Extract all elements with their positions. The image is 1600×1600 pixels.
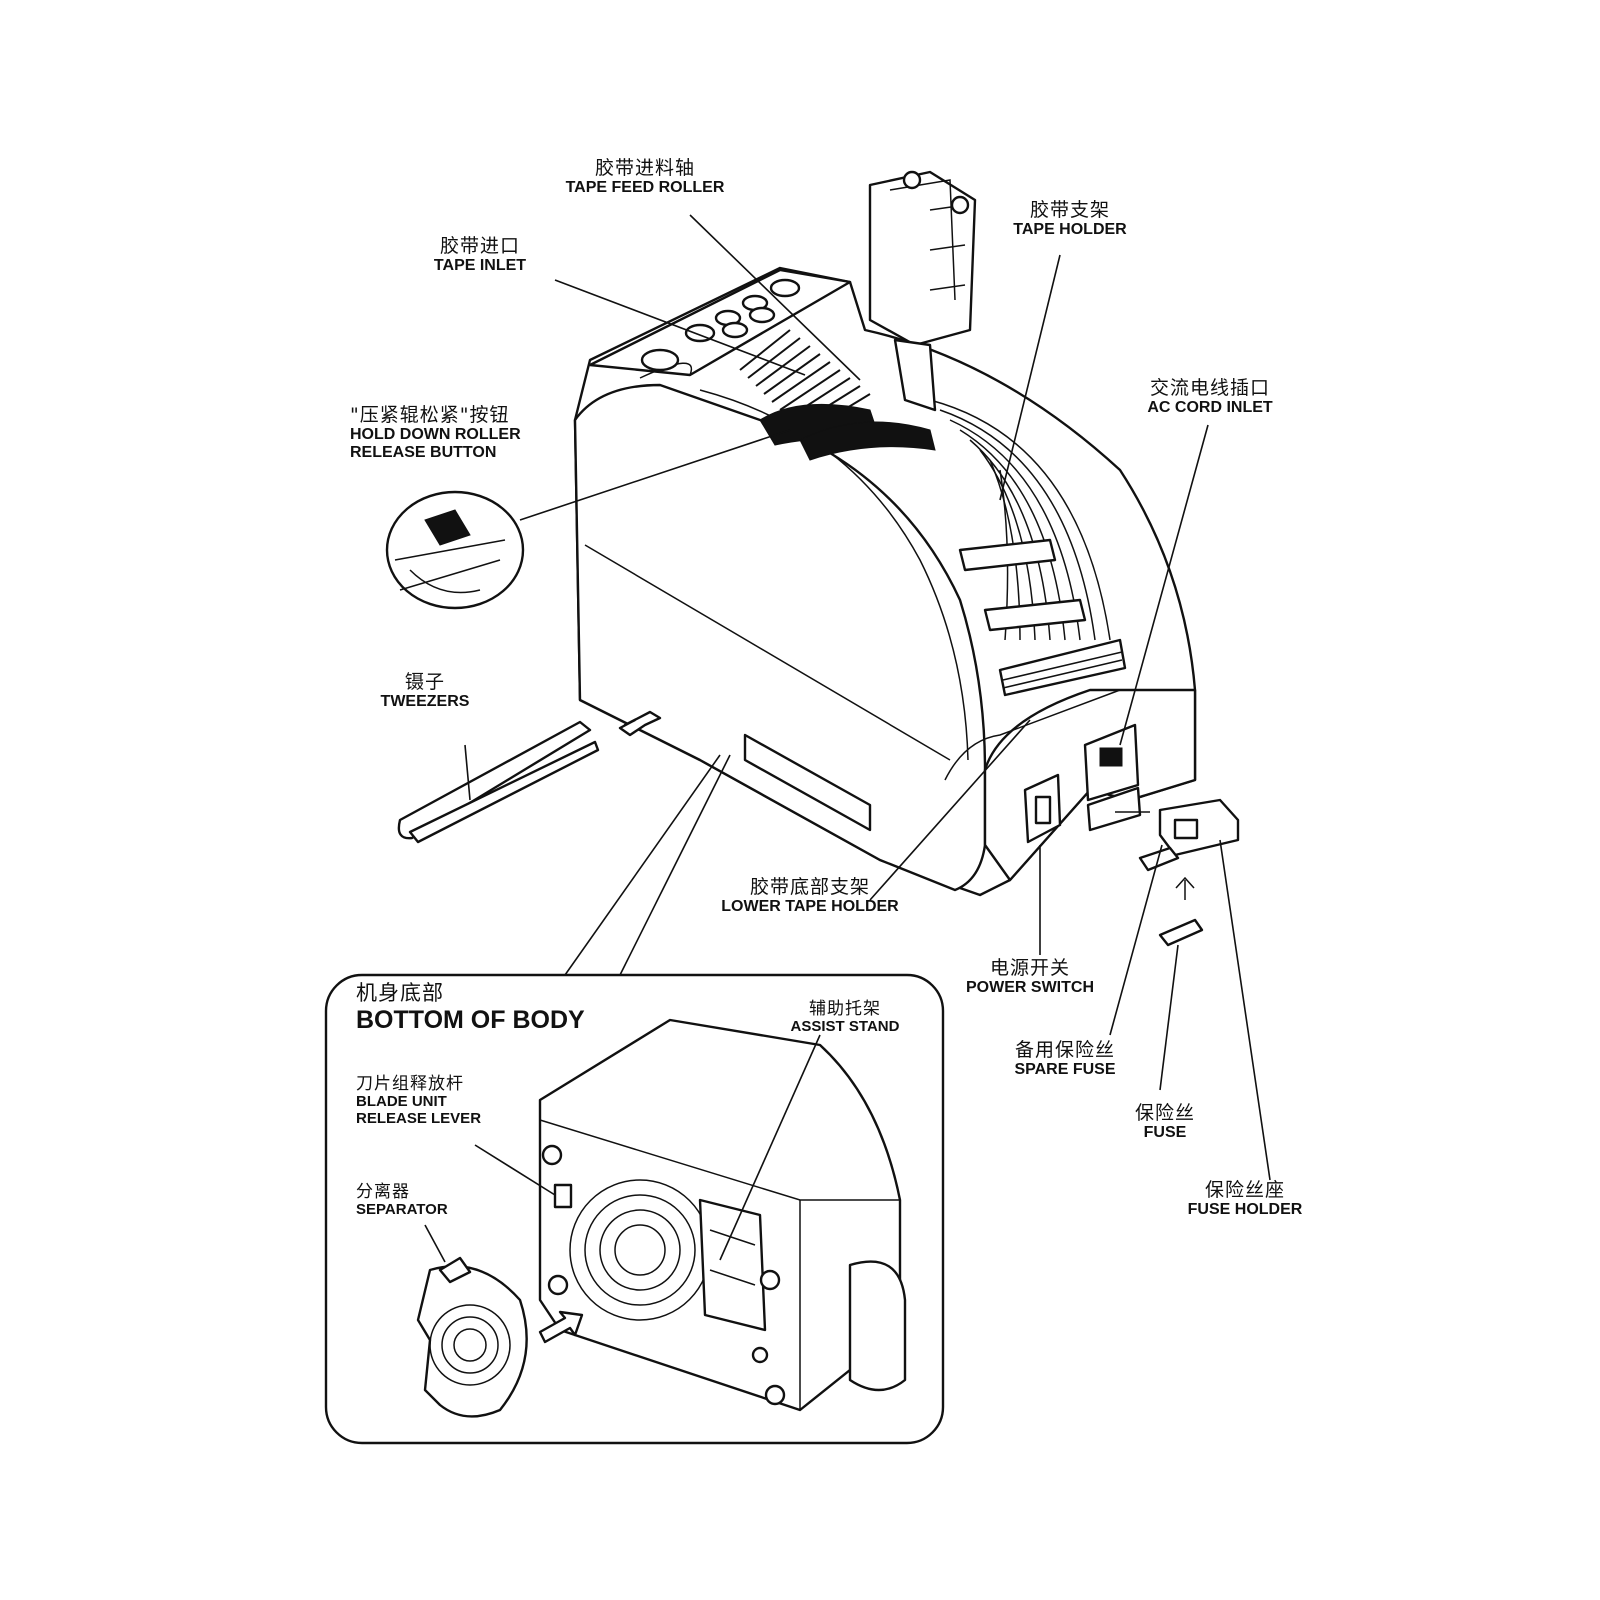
separator-en: SEPARATOR [356,1201,448,1219]
tape-holder-arm [868,170,977,412]
label-fuse: 保险丝 FUSE [1110,1102,1220,1142]
label-blade-unit: 刀片组释放杆 BLADE UNIT RELEASE LEVER [356,1074,526,1128]
insert-arrow [1175,876,1195,900]
power-switch-cn: 电源开关 [989,957,1070,979]
tape-inlet-en: TAPE INLET [433,257,527,275]
fuse-drawer-slot [1086,786,1142,832]
tweezers-cn: 镊子 [404,671,445,693]
tape-dispenser-machine [573,170,1197,897]
fuse [1158,918,1204,947]
bottom-of-body-inset [324,973,945,1445]
blade-release-lever [553,1183,573,1209]
label-tweezers: 镊子 TWEEZERS [360,671,490,711]
label-assist-stand: 辅助托架 ASSIST STAND [770,999,920,1036]
label-tape-holder: 胶带支架 TAPE HOLDER [985,199,1155,239]
tape-holder-en: TAPE HOLDER [1013,221,1127,239]
hold-down-roller-cn: "压紧辊松紧"按钮 [350,404,510,426]
label-power-switch: 电源开关 POWER SWITCH [945,957,1115,997]
tweezers-en: TWEEZERS [380,693,470,711]
label-fuse-holder: 保险丝座 FUSE HOLDER [1175,1179,1315,1219]
ac-cord-inlet-en: AC CORD INLET [1147,399,1273,417]
ac-cord-inlet-cn: 交流电线插口 [1149,377,1270,399]
tape-holder-ribs [929,399,1111,641]
lower-tape-holder-en: LOWER TAPE HOLDER [721,898,899,916]
separator-arrow [538,1310,584,1344]
assist-stand [698,1198,767,1332]
fuse-en: FUSE [1143,1124,1187,1142]
power-switch-en: POWER SWITCH [966,979,1094,997]
label-ac-cord-inlet: 交流电线插口 AC CORD INLET [1115,377,1305,417]
separator-cn: 分离器 [356,1182,410,1202]
tape-inlet-cn: 胶带进口 [439,235,520,257]
separator-piece [416,1256,528,1418]
spare-fuse-cn: 备用保险丝 [1014,1039,1115,1061]
label-hold-down-roller: "压紧辊松紧"按钮 HOLD DOWN ROLLER RELEASE BUTTO… [350,404,580,462]
label-separator: 分离器 SEPARATOR [356,1182,496,1219]
leader-lines [464,214,1271,1181]
bottom-of-body-en: BOTTOM OF BODY [356,1005,585,1034]
lower-tape-holder-cn: 胶带底部支架 [749,876,870,898]
tweezers-arrow [618,710,662,737]
blade-unit-en-line1: BLADE UNIT [356,1093,447,1111]
tape-feed-roller-ribs [739,329,936,461]
label-bottom-of-body: 机身底部 BOTTOM OF BODY [356,981,616,1034]
fuse-holder-cn: 保险丝座 [1204,1179,1285,1201]
blade-unit-en-line2: RELEASE LEVER [356,1109,482,1127]
slot-opening [743,733,872,832]
fuse-holder-en: FUSE HOLDER [1187,1201,1303,1219]
tape-holder-cn: 胶带支架 [1029,199,1110,221]
tape-feed-roller-cn: 胶带进料轴 [594,157,695,179]
hold-down-roller-en-line1: HOLD DOWN ROLLER [350,426,521,444]
assist-stand-en: ASSIST STAND [790,1018,900,1036]
tweezers [397,720,600,844]
label-tape-inlet: 胶带进口 TAPE INLET [400,235,560,275]
front-facade [573,383,987,892]
blade-unit-cn: 刀片组释放杆 [356,1074,464,1094]
label-lower-tape-holder: 胶带底部支架 LOWER TAPE HOLDER [705,876,915,916]
power-switch-rocker [1034,795,1052,825]
label-spare-fuse: 备用保险丝 SPARE FUSE [990,1039,1140,1079]
assist-stand-cn: 辅助托架 [809,999,881,1019]
top-control-buttons [640,278,801,372]
label-tape-feed-roller: 胶带进料轴 TAPE FEED ROLLER [545,157,745,197]
tape-feed-roller-en: TAPE FEED ROLLER [565,179,725,197]
hold-down-roller-zoom [385,490,525,610]
fuse-holder-assembly [1115,798,1240,947]
spare-fuse [1138,846,1180,872]
lower-tape-holder-bars [958,538,1127,697]
hold-down-roller-en-line2: RELEASE BUTTON [350,444,497,462]
spare-fuse-en: SPARE FUSE [1014,1061,1116,1079]
fuse-cn: 保险丝 [1134,1102,1195,1124]
bottom-of-body-cn: 机身底部 [356,981,444,1005]
